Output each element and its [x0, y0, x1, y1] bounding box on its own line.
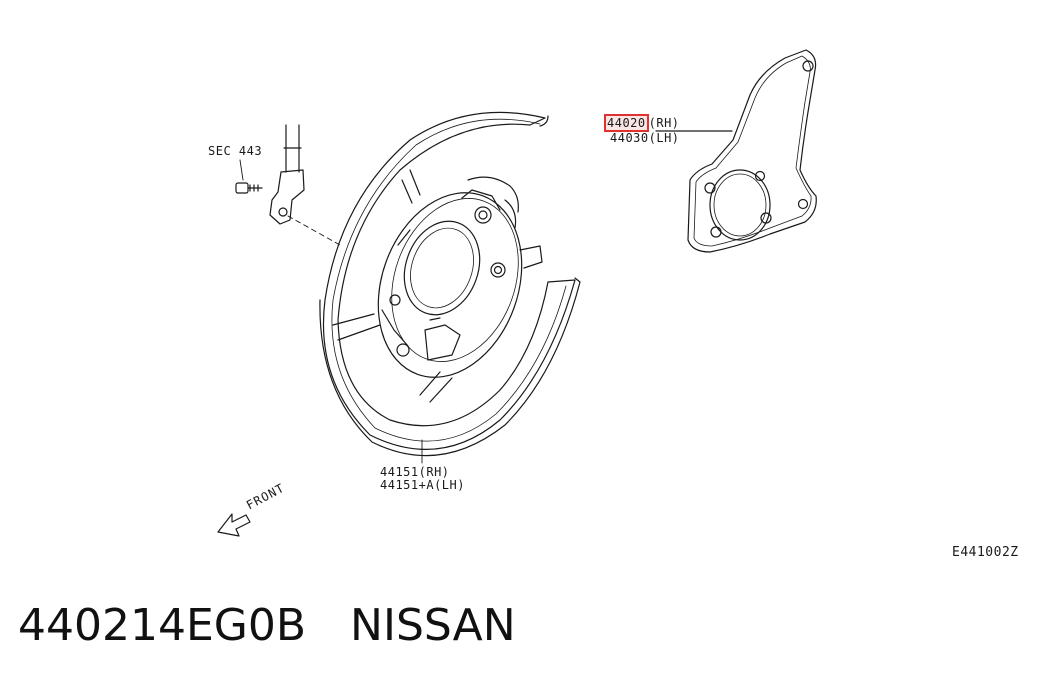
plate-rh-side: (RH) [648, 116, 680, 130]
brake-hose-bracket-icon [269, 124, 305, 225]
bolt-icon [235, 182, 263, 194]
shield-lh-label: 44151+A(LH) [380, 478, 465, 492]
caption: 440214EG0B NISSAN [18, 598, 516, 654]
parts-diagram [217, 49, 817, 537]
shield-rh-label: 44151(RH) [380, 465, 450, 479]
front-arrow-icon [217, 513, 251, 537]
part-number: 440214EG0B [18, 600, 307, 651]
sec-443-label: SEC 443 [208, 144, 263, 158]
backing-plate [655, 49, 817, 253]
dust-shield [319, 111, 581, 457]
brand-name: NISSAN [350, 600, 516, 651]
plate-rh-label: 44020(RH) [604, 114, 680, 132]
part-number-highlight[interactable]: 44020 [604, 114, 649, 132]
plate-lh-label: 44030(LH) [610, 131, 680, 145]
diagram-code: E441002Z [952, 545, 1019, 560]
hub-assembly [377, 176, 543, 378]
